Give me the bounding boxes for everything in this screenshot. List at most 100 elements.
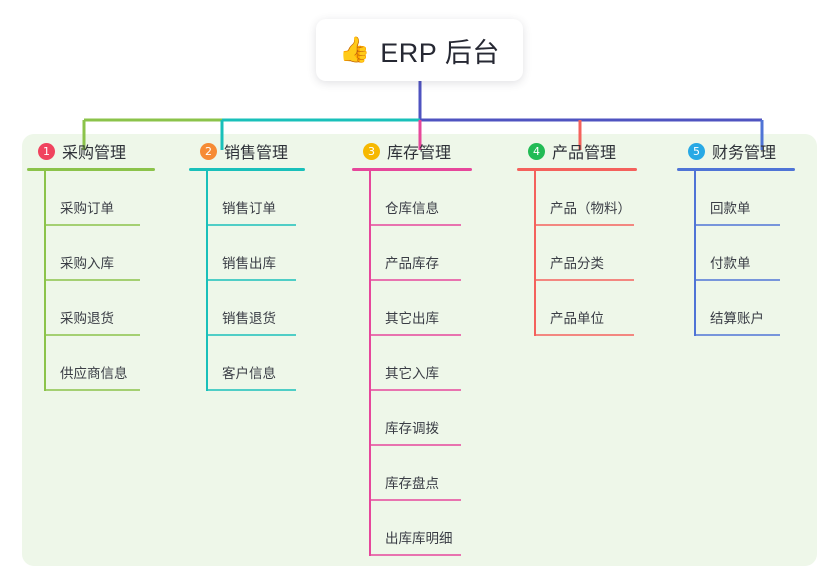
list-item-rule [694, 224, 780, 226]
list-item[interactable]: 采购订单 [44, 171, 180, 226]
list-item-rule [44, 389, 140, 391]
column-header[interactable]: 5 财务管理 [672, 134, 822, 168]
list-item-label: 回款单 [710, 201, 751, 216]
list-item-rule [44, 224, 140, 226]
list-item[interactable]: 产品（物料） [534, 171, 670, 226]
page-title: ERP 后台 [380, 37, 500, 68]
column-header-rule [27, 168, 155, 171]
column-header[interactable]: 2 销售管理 [184, 134, 342, 168]
list-item-label: 销售订单 [222, 201, 276, 216]
list-item-label: 出库库明细 [385, 531, 453, 546]
column-title: 销售管理 [224, 145, 289, 162]
column-items: 回款单付款单结算账户 [694, 171, 822, 336]
column-header-rule [677, 168, 795, 171]
list-item-rule [206, 224, 296, 226]
list-item-label: 采购入库 [60, 256, 114, 271]
list-item-label: 库存盘点 [385, 476, 439, 491]
column-财务管理: 5 财务管理回款单付款单结算账户 [672, 134, 822, 336]
list-item[interactable]: 销售出库 [206, 226, 342, 281]
list-item[interactable]: 结算账户 [694, 281, 822, 336]
list-item-label: 付款单 [710, 256, 751, 271]
list-item-label: 销售退货 [222, 311, 276, 326]
column-items: 仓库信息产品库存其它出库其它入库库存调拨库存盘点出库库明细 [369, 171, 505, 556]
list-item[interactable]: 出库库明细 [369, 501, 505, 556]
list-item[interactable]: 供应商信息 [44, 336, 180, 391]
column-销售管理: 2 销售管理销售订单销售出库销售退货客户信息 [184, 134, 342, 391]
list-item-label: 采购退货 [60, 311, 114, 326]
columns-container: 1 采购管理采购订单采购入库采购退货供应商信息 2 销售管理销售订单销售出库销售退货客… [22, 134, 817, 566]
column-items: 产品（物料） 产品分类产品单位 [534, 171, 670, 336]
list-item-label: 库存调拨 [385, 421, 439, 436]
column-index-badge: 2 [200, 142, 217, 160]
list-item-rule [534, 334, 634, 336]
list-item-rule [369, 334, 461, 336]
list-item-label: 产品（物料） [550, 201, 631, 216]
list-item-rule [694, 279, 780, 281]
column-spine [694, 171, 696, 336]
column-index-badge: 5 [688, 142, 705, 160]
list-item-rule [206, 279, 296, 281]
list-item-label: 客户信息 [222, 366, 276, 381]
list-item-label: 其它出库 [385, 311, 439, 326]
list-item-rule [369, 224, 461, 226]
list-item-label: 采购订单 [60, 201, 114, 216]
column-index-badge: 1 [38, 142, 55, 160]
column-spine [206, 171, 208, 391]
list-item-rule [369, 554, 461, 556]
list-item[interactable]: 销售退货 [206, 281, 342, 336]
list-item-label: 结算账户 [710, 311, 764, 326]
column-header[interactable]: 1 采购管理 [22, 134, 180, 168]
list-item-label: 产品单位 [550, 311, 604, 326]
column-库存管理: 3 库存管理仓库信息产品库存其它出库其它入库库存调拨库存盘点出库库明细 [347, 134, 505, 556]
list-item-label: 供应商信息 [60, 366, 128, 381]
column-items: 销售订单销售出库销售退货客户信息 [206, 171, 342, 391]
list-item[interactable]: 产品单位 [534, 281, 670, 336]
list-item-label: 仓库信息 [385, 201, 439, 216]
list-item-label: 产品分类 [550, 256, 604, 271]
column-title: 产品管理 [552, 145, 617, 162]
diagram-panel [22, 134, 817, 566]
list-item-label: 其它入库 [385, 366, 439, 381]
list-item[interactable]: 库存盘点 [369, 446, 505, 501]
list-item-rule [369, 444, 461, 446]
list-item-label: 产品库存 [385, 256, 439, 271]
list-item[interactable]: 采购入库 [44, 226, 180, 281]
list-item-rule [206, 389, 296, 391]
column-title: 采购管理 [62, 145, 127, 162]
column-index-badge: 3 [363, 142, 380, 160]
list-item[interactable]: 产品库存 [369, 226, 505, 281]
list-item-rule [534, 279, 634, 281]
list-item[interactable]: 产品分类 [534, 226, 670, 281]
list-item[interactable]: 回款单 [694, 171, 822, 226]
column-title: 财务管理 [712, 145, 777, 162]
list-item[interactable]: 付款单 [694, 226, 822, 281]
list-item[interactable]: 其它入库 [369, 336, 505, 391]
list-item-rule [369, 389, 461, 391]
root-node[interactable]: 👍 ERP 后台 [316, 19, 523, 81]
thumbs-up-icon: 👍 [339, 35, 371, 64]
list-item[interactable]: 其它出库 [369, 281, 505, 336]
column-header-rule [517, 168, 637, 171]
list-item-rule [44, 334, 140, 336]
list-item-label: 销售出库 [222, 256, 276, 271]
column-header-rule [189, 168, 305, 171]
list-item[interactable]: 仓库信息 [369, 171, 505, 226]
list-item[interactable]: 采购退货 [44, 281, 180, 336]
list-item[interactable]: 销售订单 [206, 171, 342, 226]
list-item[interactable]: 客户信息 [206, 336, 342, 391]
list-item-rule [44, 279, 140, 281]
list-item-rule [369, 499, 461, 501]
column-spine [44, 171, 46, 391]
column-spine [534, 171, 536, 336]
column-items: 采购订单采购入库采购退货供应商信息 [44, 171, 180, 391]
column-title: 库存管理 [387, 145, 452, 162]
list-item[interactable]: 库存调拨 [369, 391, 505, 446]
column-spine [369, 171, 371, 556]
list-item-rule [694, 334, 780, 336]
column-header[interactable]: 3 库存管理 [347, 134, 505, 168]
list-item-rule [534, 224, 634, 226]
list-item-rule [369, 279, 461, 281]
column-采购管理: 1 采购管理采购订单采购入库采购退货供应商信息 [22, 134, 180, 391]
